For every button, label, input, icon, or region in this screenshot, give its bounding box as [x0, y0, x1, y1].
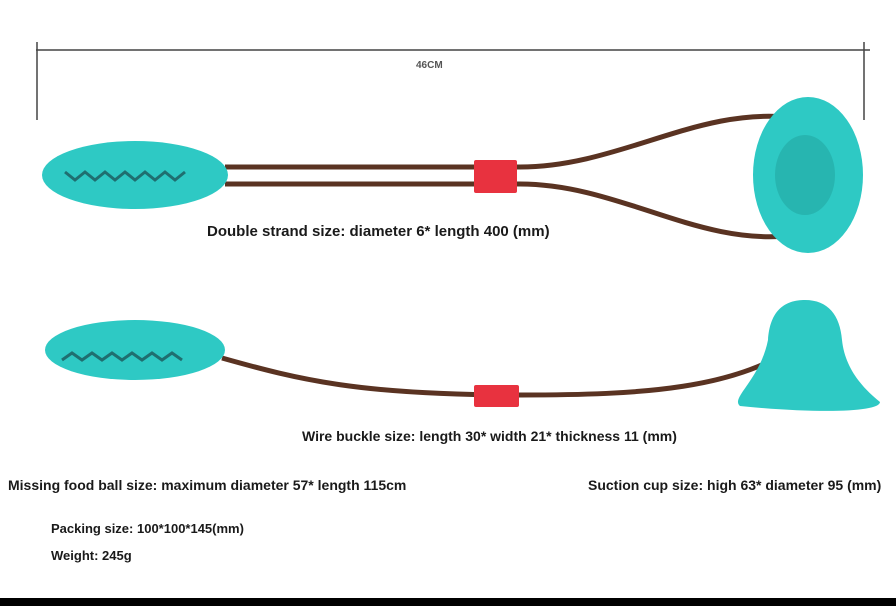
bottom-ball-teeth: [61, 351, 183, 362]
wire-buckle-label: Wire buckle size: length 30* width 21* t…: [302, 428, 677, 444]
bottom-wire-buckle: [474, 385, 519, 407]
top-food-ball: [42, 141, 228, 209]
top-wire-buckle: [474, 160, 517, 193]
suction-cup-center: [775, 135, 835, 215]
top-rope: [225, 113, 796, 240]
food-ball-label: Missing food ball size: maximum diameter…: [8, 477, 407, 493]
top-ball-teeth: [64, 170, 186, 182]
suction-cup-label: Suction cup size: high 63* diameter 95 (…: [588, 477, 882, 493]
packing-size-label: Packing size: 100*100*145(mm): [51, 521, 244, 536]
bottom-rope: [221, 338, 807, 398]
bottom-food-ball: [45, 320, 225, 380]
weight-label: Weight: 245g: [51, 548, 132, 563]
bottom-suction-cup: [737, 300, 880, 411]
dimension-line: [36, 42, 870, 120]
double-strand-label: Double strand size: diameter 6* length 4…: [207, 223, 550, 240]
length-dimension-label: 46CM: [416, 60, 443, 71]
bottom-border: [0, 598, 896, 606]
